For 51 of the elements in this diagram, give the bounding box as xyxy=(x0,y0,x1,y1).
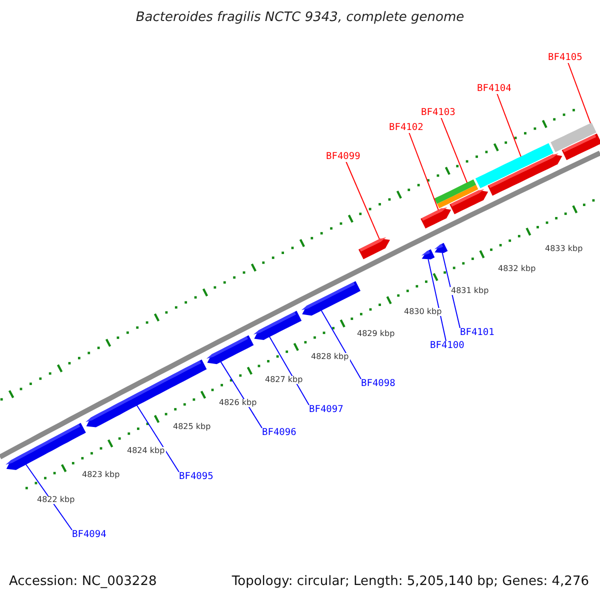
gene-label: BF4101 xyxy=(460,328,494,338)
leader-line xyxy=(136,404,180,472)
scale-label: 4823 kbp xyxy=(81,471,121,479)
gene-label: BF4095 xyxy=(179,472,214,482)
leader-line xyxy=(568,62,591,124)
gene-block xyxy=(6,422,86,470)
gene-label: BF4096 xyxy=(262,428,296,438)
scale-label: 4822 kbp xyxy=(36,496,76,504)
scale-label: 4830 kbp xyxy=(403,308,443,316)
leader-line xyxy=(26,464,72,530)
gene-label: BF4103 xyxy=(421,108,456,118)
gene-block xyxy=(434,242,448,253)
gene-block xyxy=(358,237,390,260)
gene-label: BF4097 xyxy=(309,405,344,414)
gene-block xyxy=(420,207,452,228)
gene-label: BF4102 xyxy=(389,123,424,132)
gene-block xyxy=(301,281,360,316)
scale-label: 4832 kbp xyxy=(497,265,537,273)
chart-title: Bacteroides fragilis NCTC 9343, complete genome xyxy=(134,11,466,24)
leader-line xyxy=(442,252,460,328)
leader-line xyxy=(496,93,522,158)
leader-line xyxy=(408,132,439,211)
footer-text: Accession: NC_003228 xyxy=(9,575,157,588)
leader-line xyxy=(320,310,362,380)
gene-label: BF4099 xyxy=(326,152,360,162)
footer-text: Topology: circular; Length: 5,205,140 bp; Genes: 4,276 xyxy=(232,575,589,588)
scale-label: 4827 kbp xyxy=(264,376,304,384)
gene-label: BF4104 xyxy=(477,84,512,94)
leader-line xyxy=(220,361,262,428)
scale-label: 4833 kbp xyxy=(544,245,584,253)
leader-line xyxy=(269,336,310,406)
scale-label: 4825 kbp xyxy=(172,423,212,431)
leader-line xyxy=(440,117,468,184)
feature-bar xyxy=(437,184,478,208)
scale-label: 4824 kbp xyxy=(126,447,166,455)
leader-line xyxy=(346,161,380,240)
gene-block xyxy=(206,335,254,364)
scale-label: 4829 kbp xyxy=(356,330,396,338)
feature-bar xyxy=(434,179,476,204)
leader-line xyxy=(428,258,446,342)
gene-label: BF4100 xyxy=(430,341,464,350)
gene-label: BF4098 xyxy=(361,379,396,388)
gene-label: BF4105 xyxy=(548,53,582,62)
scale-label: 4828 kbp xyxy=(310,353,350,361)
gene-block xyxy=(421,249,435,260)
scale-label: 4831 kbp xyxy=(450,287,490,295)
feature-bar xyxy=(550,122,596,152)
feature-bar xyxy=(475,143,554,188)
scale-label: 4826 kbp xyxy=(218,399,258,407)
gene-label: BF4094 xyxy=(72,530,106,540)
gene-block xyxy=(253,310,302,340)
